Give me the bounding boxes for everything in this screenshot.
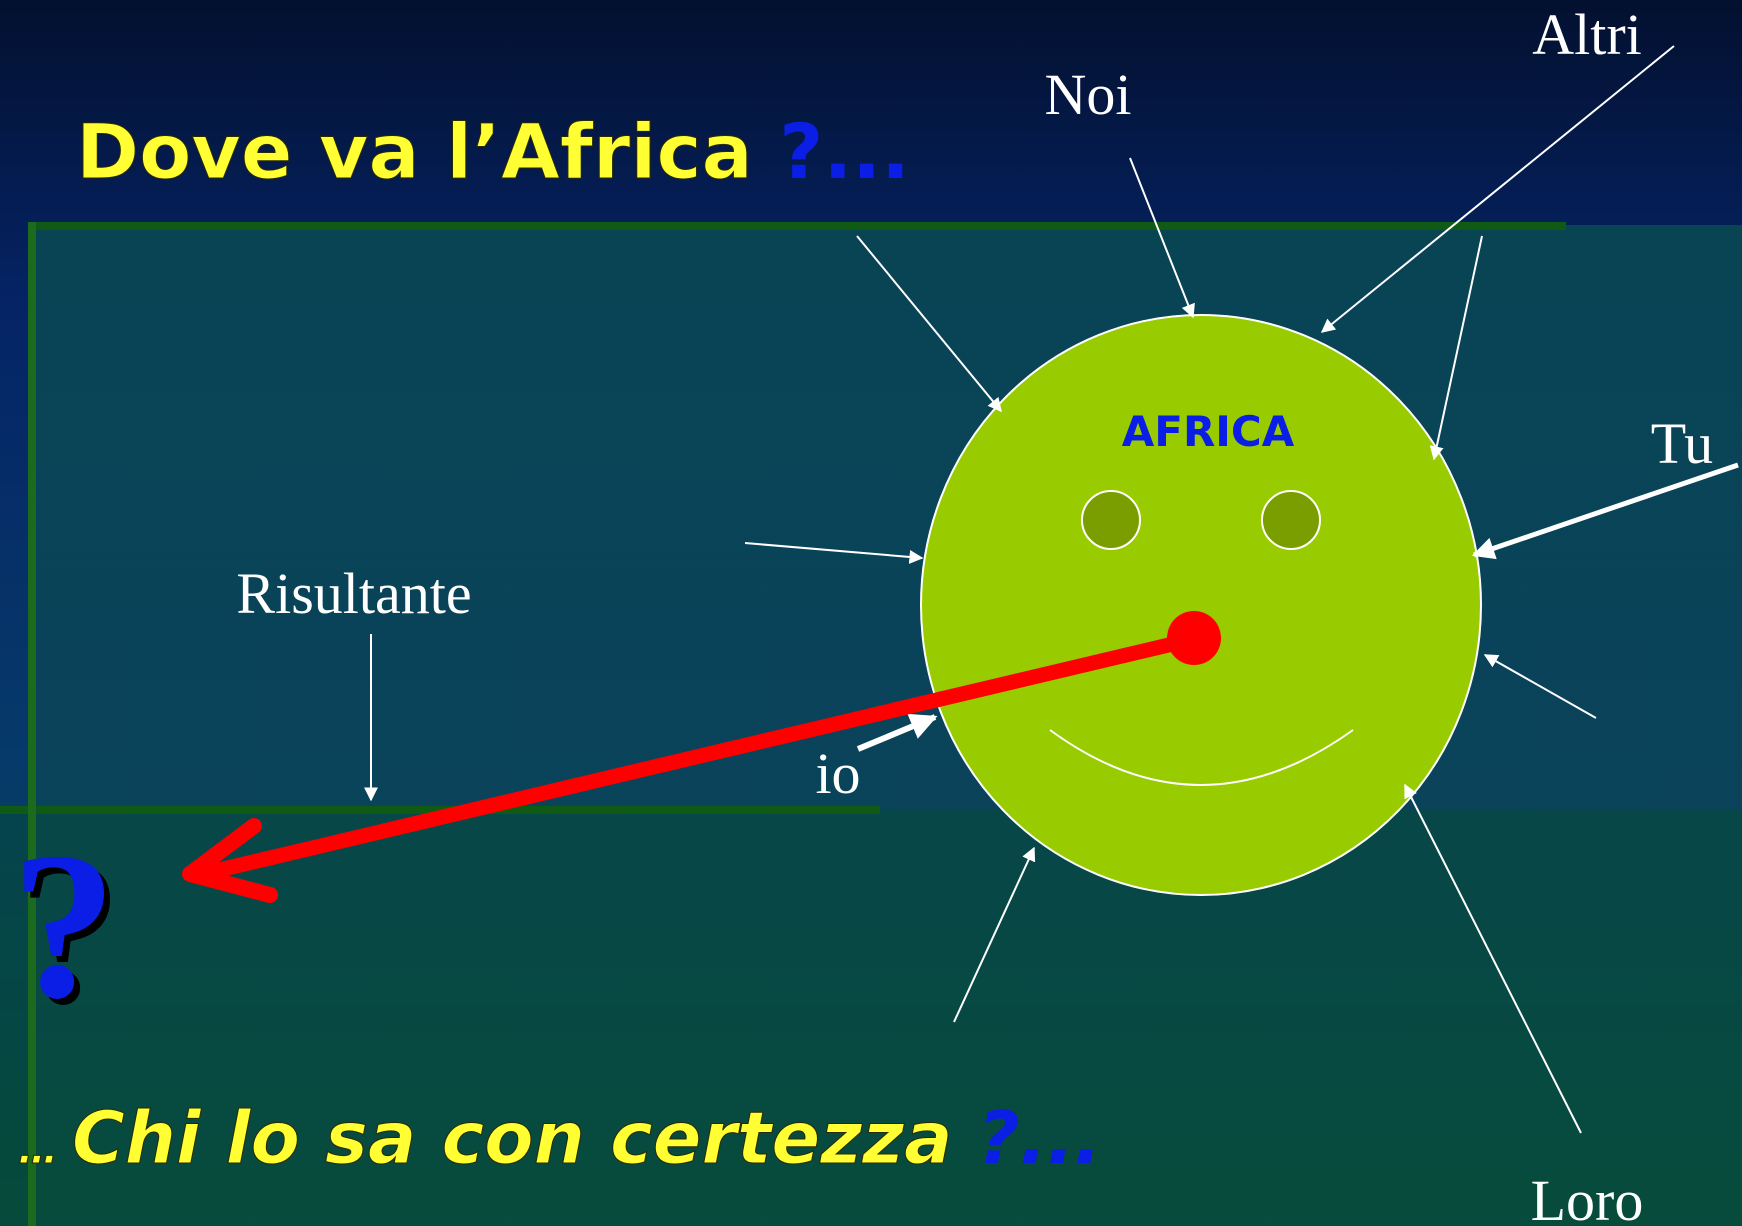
force-arrow-bottom-left xyxy=(953,846,1036,1023)
africa-face: AFRICA xyxy=(920,314,1482,896)
force-arrow-altri xyxy=(1320,45,1675,333)
force-arrows xyxy=(364,45,1739,1134)
force-arrow-right-lower xyxy=(1483,654,1597,719)
force-arrow-noi xyxy=(1129,157,1195,319)
smile xyxy=(1049,729,1354,786)
resultant-shaft xyxy=(190,631,1202,883)
label-altri: Altri xyxy=(1532,2,1642,67)
big-question-mark: ? xyxy=(12,810,117,1042)
slide-subtitle: … Chi lo sa con certezza ?... xyxy=(18,1096,1102,1180)
title-question-mark: ? xyxy=(779,107,823,196)
right-eye xyxy=(1261,490,1321,550)
label-noi: Noi xyxy=(1045,62,1132,127)
title-text: Dove va l’Africa xyxy=(76,107,779,196)
face-circle xyxy=(920,314,1482,896)
panel-left-border xyxy=(28,222,36,1226)
force-arrow-top-right xyxy=(1429,235,1483,461)
label-loro: Loro xyxy=(1531,1168,1644,1226)
force-arrow-tu xyxy=(1471,462,1739,560)
force-arrow-loro xyxy=(1404,783,1582,1134)
force-arrow-io xyxy=(856,713,938,752)
subtitle-prefix: … xyxy=(18,1127,72,1173)
resultant-arrowhead xyxy=(182,818,278,903)
title-dots: ... xyxy=(823,107,910,196)
subtitle-dots: ... xyxy=(1019,1096,1101,1180)
resultant-origin-dot xyxy=(1167,611,1221,665)
left-eye xyxy=(1081,490,1141,550)
panel-top-border xyxy=(30,222,1566,230)
label-io: io xyxy=(815,741,860,806)
label-risultante: Risultante xyxy=(236,561,471,626)
force-arrow-left xyxy=(744,542,924,564)
subtitle-question-mark: ? xyxy=(978,1096,1020,1180)
subtitle-text: Chi lo sa con certezza xyxy=(72,1096,978,1180)
panel-left-border-lower xyxy=(28,806,36,1226)
africa-label: AFRICA xyxy=(1122,407,1295,456)
slide-title: Dove va l’Africa ?... xyxy=(76,107,910,196)
label-tu: Tu xyxy=(1651,411,1713,476)
force-arrow-top-left xyxy=(856,235,1002,413)
big-question-mark-shadow: ? xyxy=(18,816,123,1048)
resultant-arrow xyxy=(182,611,1221,903)
